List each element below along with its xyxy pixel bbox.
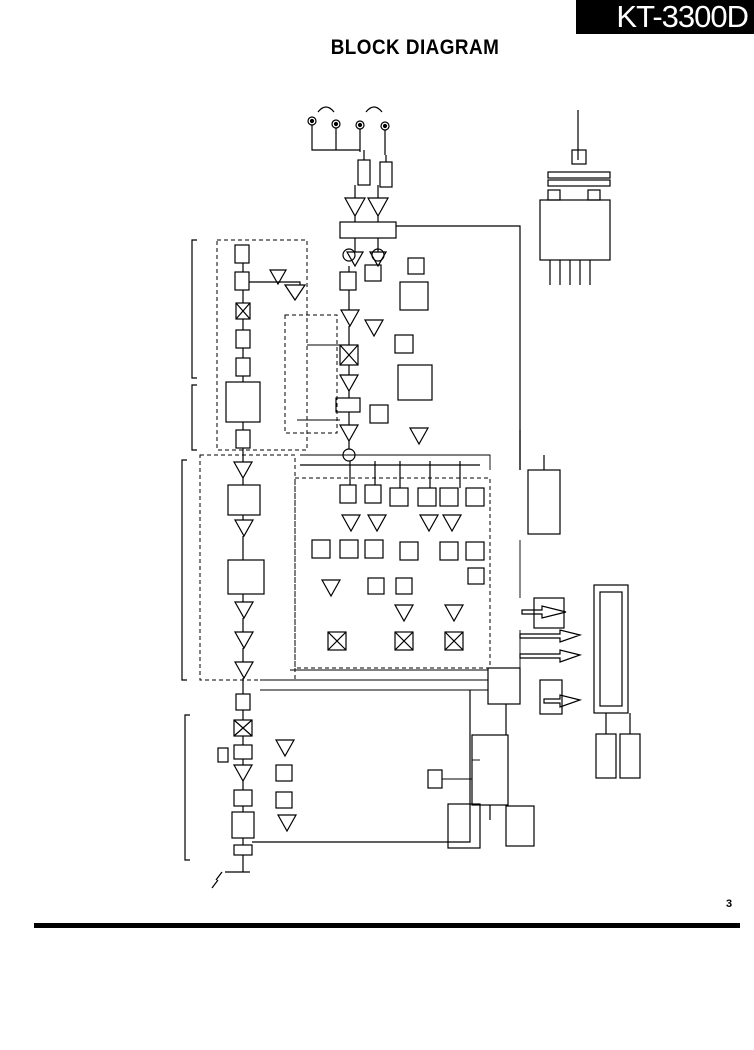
stereo-demod — [336, 249, 432, 461]
interconnects — [260, 345, 520, 779]
filter-bank — [300, 461, 484, 650]
page-number: 3 — [726, 898, 732, 910]
output-jacks — [308, 107, 389, 155]
output-stage — [340, 150, 520, 470]
power-supply — [540, 110, 610, 285]
control-blocks — [428, 430, 640, 848]
section-brackets — [182, 240, 197, 860]
if-chain — [226, 245, 305, 736]
footer-rule — [34, 923, 740, 928]
